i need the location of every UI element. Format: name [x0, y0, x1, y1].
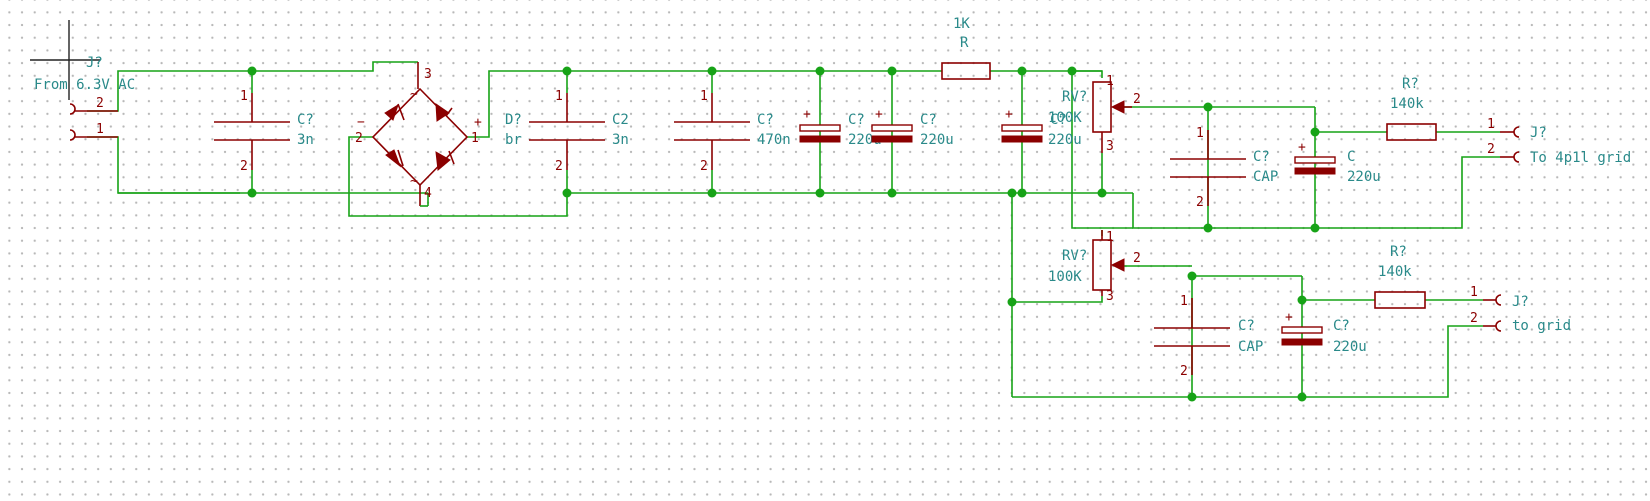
- capacitor-c4[interactable]: + C? 220u: [799, 107, 882, 148]
- crosshair-cursor: [30, 20, 100, 100]
- c7-value: CAP: [1253, 169, 1278, 185]
- c9-pin2: 2: [1180, 364, 1188, 379]
- d1-minus: −: [357, 115, 365, 130]
- c6-plus: +: [1005, 107, 1013, 122]
- c6-ref: C?: [1050, 112, 1067, 128]
- c8-ref: C: [1347, 149, 1355, 165]
- capacitor-c7[interactable]: 1 2 C? CAP: [1170, 126, 1278, 210]
- r1-value: 1K: [953, 16, 970, 32]
- j2-value: To 4p1l grid: [1530, 150, 1631, 166]
- j3-ref: J?: [1512, 294, 1529, 310]
- rv2-pin3: 3: [1106, 289, 1114, 304]
- c3-ref: C?: [757, 112, 774, 128]
- c10-plus: +: [1285, 310, 1293, 325]
- wires: [87, 61, 1500, 398]
- c2-pin1: 1: [555, 89, 563, 104]
- r2-ref: R?: [1402, 76, 1419, 92]
- resistor-r1[interactable]: 1K R: [941, 16, 991, 80]
- rv1-pin1: 1: [1106, 74, 1114, 89]
- c5-value: 220u: [920, 132, 954, 148]
- capacitor-c5[interactable]: + C? 220u: [871, 107, 954, 148]
- capacitor-c10[interactable]: + C? 220u: [1281, 310, 1367, 355]
- d1-tilde-bottom: ~: [410, 174, 418, 189]
- connector-j3[interactable]: 1 2 J? to grid: [1470, 285, 1571, 334]
- r3-value: 140k: [1378, 264, 1412, 280]
- c4-plus: +: [803, 107, 811, 122]
- capacitor-c3[interactable]: 1 2 C? 470n: [674, 89, 791, 174]
- c9-ref: C?: [1238, 318, 1255, 334]
- c9-value: CAP: [1238, 339, 1263, 355]
- j3-pin2: 2: [1470, 311, 1478, 326]
- j1-value: From 6.3V AC: [34, 77, 135, 93]
- c8-value: 220u: [1347, 169, 1381, 185]
- c3-value: 470n: [757, 132, 791, 148]
- j2-ref: J?: [1530, 125, 1547, 141]
- r2-value: 140k: [1390, 96, 1424, 112]
- rv1-ref: RV?: [1062, 89, 1087, 105]
- d1-value: br: [505, 132, 522, 148]
- j3-pin1: 1: [1470, 285, 1478, 300]
- c9-pin1: 1: [1180, 294, 1188, 309]
- c1-ref: C?: [297, 112, 314, 128]
- d1-pin2: 2: [355, 131, 363, 146]
- potentiometer-rv1[interactable]: 1 2 3 RV? 100K: [1048, 74, 1141, 154]
- c2-value: 3n: [612, 132, 629, 148]
- rv1-pin2: 2: [1133, 92, 1141, 107]
- c1-pin1: 1: [240, 89, 248, 104]
- c3-pin2: 2: [700, 159, 708, 174]
- d1-tilde-top: ~: [410, 87, 418, 102]
- r1-ref: R: [960, 35, 969, 51]
- d1-pin4: 4: [424, 186, 432, 201]
- r3-ref: R?: [1390, 244, 1407, 260]
- rv2-value: 100K: [1048, 269, 1082, 285]
- c7-ref: C?: [1253, 149, 1270, 165]
- connector-j1[interactable]: 2 1 J? From 6.3V AC: [34, 55, 135, 141]
- j3-value: to grid: [1512, 318, 1571, 334]
- resistor-r3[interactable]: R? 140k: [1374, 244, 1426, 309]
- c7-pin2: 2: [1196, 195, 1204, 210]
- resistor-r2[interactable]: R? 140k: [1386, 76, 1437, 141]
- c3-pin1: 1: [700, 89, 708, 104]
- rv1-value: 100K: [1048, 110, 1082, 126]
- capacitor-c9[interactable]: 1 2 C? CAP: [1154, 294, 1263, 379]
- d1-plus: +: [474, 115, 482, 130]
- capacitor-c1[interactable]: 1 2 C? 3n: [214, 89, 314, 174]
- c6-value: 220u: [1048, 132, 1082, 148]
- d1-pin1: 1: [471, 131, 479, 146]
- j2-pin1: 1: [1487, 117, 1495, 132]
- j1-pin1-label: 1: [96, 122, 104, 137]
- potentiometer-rv2[interactable]: 1 2 3 RV? 100K: [1048, 230, 1141, 304]
- capacitor-c8[interactable]: + C 220u: [1294, 140, 1381, 185]
- d1-pin3: 3: [424, 67, 432, 82]
- j1-ref: J?: [86, 55, 103, 71]
- junction-dots: [247, 66, 1320, 402]
- rv2-pin2: 2: [1133, 251, 1141, 266]
- c1-pin2: 2: [240, 159, 248, 174]
- rv1-pin3: 3: [1106, 139, 1114, 154]
- c7-pin1: 1: [1196, 126, 1204, 141]
- capacitor-c2[interactable]: 1 2 C2 3n: [529, 89, 629, 174]
- rv2-pin1: 1: [1106, 230, 1114, 245]
- c4-ref: C?: [848, 112, 865, 128]
- c5-plus: +: [875, 107, 883, 122]
- c5-ref: C?: [920, 112, 937, 128]
- capacitor-c6[interactable]: + C? 220u: [1001, 107, 1082, 148]
- rv2-ref: RV?: [1062, 248, 1087, 264]
- j1-pin2-label: 2: [96, 96, 104, 111]
- c2-pin2: 2: [555, 159, 563, 174]
- j2-pin2: 2: [1487, 142, 1495, 157]
- c2-ref: C2: [612, 112, 629, 128]
- c10-ref: C?: [1333, 318, 1350, 334]
- bridge-rectifier-d1[interactable]: 3 4 2 1 − + ~ ~ D? br: [355, 62, 522, 207]
- c1-value: 3n: [297, 132, 314, 148]
- c8-plus: +: [1298, 140, 1306, 155]
- connector-j2[interactable]: 1 2 J? To 4p1l grid: [1487, 117, 1631, 166]
- c10-value: 220u: [1333, 339, 1367, 355]
- d1-ref: D?: [505, 112, 522, 128]
